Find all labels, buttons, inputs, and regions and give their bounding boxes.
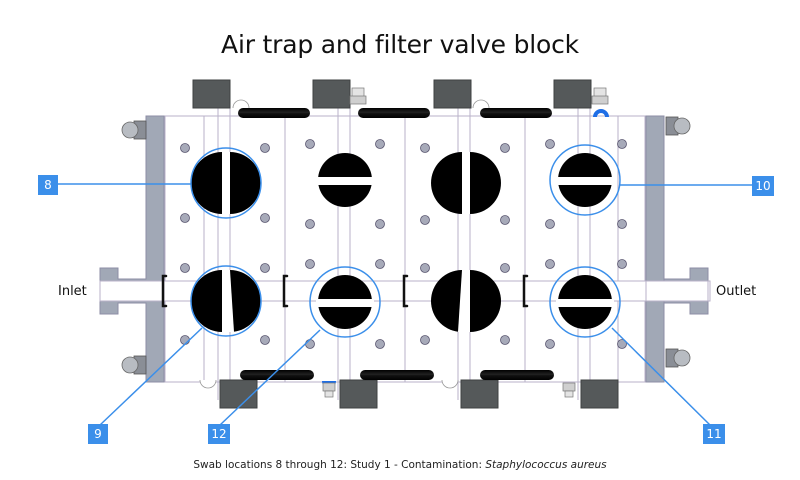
valve-8 [191, 152, 261, 214]
callout-12: 12 [208, 424, 230, 444]
top-fittings [232, 87, 609, 117]
callout-10: 10 [752, 176, 774, 196]
bottom-blocks [219, 379, 619, 409]
top-blocks [192, 79, 592, 109]
valves [191, 152, 614, 332]
channel-clips [161, 274, 529, 308]
diagram-title: Air trap and filter valve block [221, 30, 579, 59]
valve-12 [316, 275, 374, 329]
caption-organism: Staphylococcus aureus [485, 459, 607, 471]
callout-leaders [58, 144, 752, 426]
valve-10 [556, 153, 614, 207]
callout-8: 8 [38, 175, 58, 195]
inlet-flange [99, 115, 165, 383]
acorn-nuts [121, 116, 691, 375]
inlet-label: Inlet [58, 284, 87, 299]
outlet-label: Outlet [716, 284, 757, 299]
valve-11 [556, 275, 614, 329]
callout-11: 11 [703, 424, 725, 444]
bolt-holes [180, 139, 627, 349]
caption-text: Swab locations 8 through 12: Study 1 - C… [193, 459, 486, 471]
bottom-fittings [199, 379, 576, 398]
figure-caption: Swab locations 8 through 12: Study 1 - C… [0, 459, 800, 471]
top-gaskets [238, 108, 552, 118]
valve-col3-bottom [431, 270, 501, 332]
valve-col2-top [316, 153, 374, 207]
valve-9 [191, 270, 261, 332]
outlet-flange [645, 115, 709, 383]
bottom-gaskets [240, 370, 554, 380]
callout-9: 9 [88, 424, 108, 444]
valve-col3-top [431, 152, 501, 214]
